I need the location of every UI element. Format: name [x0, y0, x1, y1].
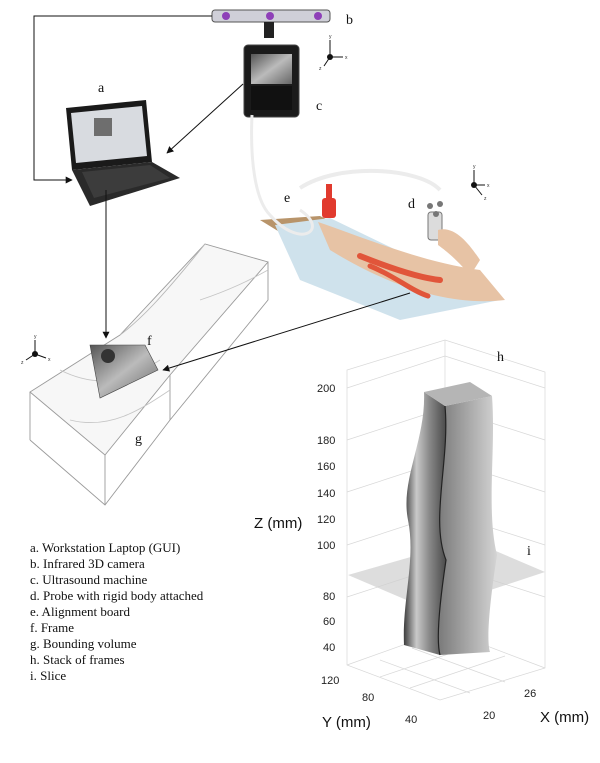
legend-item: d. Probe with rigid body attached: [30, 588, 204, 603]
y-tick: 120: [321, 675, 339, 687]
infrared-camera: [211, 9, 331, 38]
z-axis-label: Z (mm): [254, 515, 302, 532]
bounding-volume: [29, 243, 269, 506]
x-axis-label: X (mm): [540, 709, 589, 726]
ultrasound-machine: [243, 44, 300, 118]
axis-z: z: [484, 196, 487, 202]
y-tick: 40: [405, 714, 417, 726]
legend-item: i. Slice: [30, 668, 67, 683]
frame-lesion: [101, 349, 115, 363]
label-d: d: [408, 197, 415, 212]
label-e: e: [284, 191, 290, 206]
label-c: c: [316, 99, 322, 114]
z-tick: 80: [323, 591, 335, 603]
legend-item: e. Alignment board: [30, 604, 131, 619]
legend-item: h. Stack of frames: [30, 652, 125, 667]
axis-triad-probe: y x z: [471, 164, 490, 202]
y-axis-label: Y (mm): [322, 714, 371, 731]
z-tick: 40: [323, 642, 335, 654]
workstation-laptop: [66, 100, 180, 206]
axis-y: y: [34, 334, 37, 340]
us-to-laptop-arrow: [166, 83, 244, 154]
z-axis-ticks: 200 180 160 140 120 100 80 60 40: [317, 383, 335, 654]
x-tick: 26: [524, 688, 536, 700]
label-f: f: [147, 334, 152, 349]
stack-of-frames: [403, 382, 497, 656]
label-b: b: [346, 13, 353, 28]
z-tick: 140: [317, 488, 335, 500]
legend-item: g. Bounding volume: [30, 636, 137, 651]
axis-y: y: [473, 164, 476, 170]
axis-triad-camera: y x z: [319, 34, 348, 72]
label-a: a: [98, 81, 105, 96]
z-tick: 160: [317, 461, 335, 473]
axis-triad-volume: y x z: [21, 334, 51, 366]
z-tick: 180: [317, 435, 335, 447]
label-g: g: [135, 432, 142, 447]
axis-z: z: [21, 360, 24, 366]
axis-x: x: [48, 357, 51, 363]
z-tick: 100: [317, 540, 335, 552]
label-i: i: [527, 544, 531, 559]
axis-z: z: [319, 66, 322, 72]
axis-y: y: [329, 34, 332, 40]
axis-x: x: [487, 183, 490, 189]
z-tick: 200: [317, 383, 335, 395]
z-tick: 60: [323, 616, 335, 628]
x-tick: 20: [483, 710, 495, 722]
probe-to-frame-arrow: [162, 292, 411, 372]
legend-item: c. Ultrasound machine: [30, 572, 148, 587]
camera-laptop-connector: [33, 15, 212, 184]
axis-x: x: [345, 55, 348, 61]
alignment-setup: [250, 114, 505, 320]
legend-item: a. Workstation Laptop (GUI): [30, 540, 181, 555]
legend: a. Workstation Laptop (GUI) b. Infrared …: [30, 540, 280, 684]
y-tick: 80: [362, 692, 374, 704]
label-h: h: [497, 350, 504, 365]
z-tick: 120: [317, 514, 335, 526]
legend-item: b. Infrared 3D camera: [30, 556, 145, 571]
legend-item: f. Frame: [30, 620, 75, 635]
